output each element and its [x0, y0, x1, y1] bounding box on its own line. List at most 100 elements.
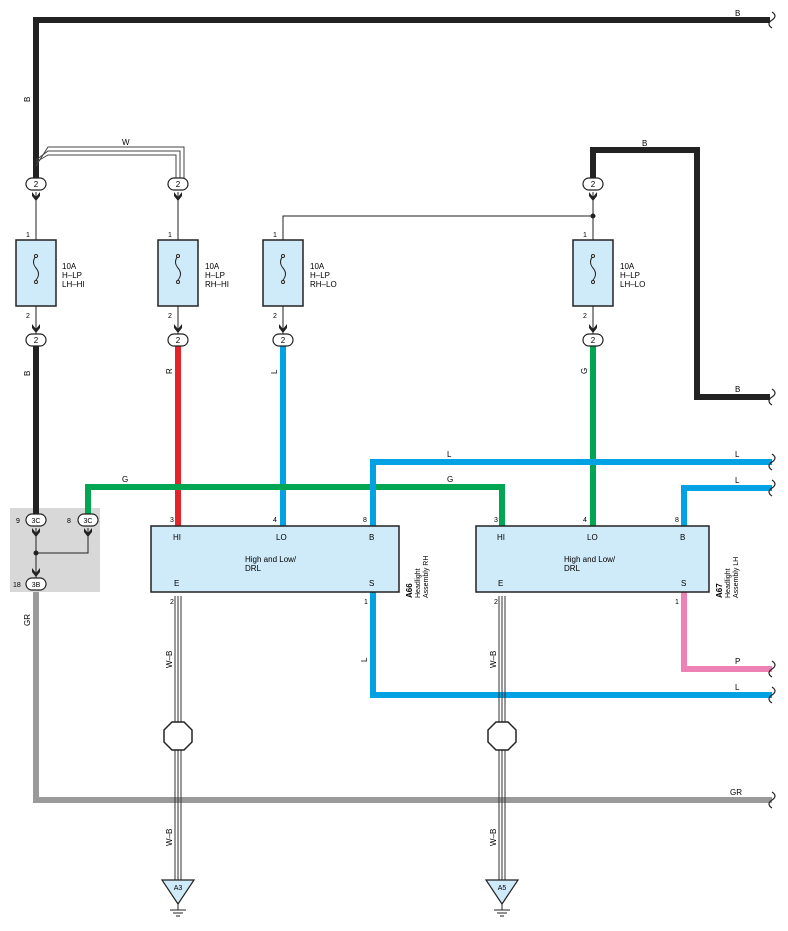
svg-text:DRL: DRL [564, 564, 581, 573]
fuse-3: 1 2 10A H–LP RH–LO [262, 232, 337, 320]
svg-text:HI: HI [497, 533, 505, 542]
junction-pin-9: 9 [16, 518, 20, 525]
svg-text:2: 2 [34, 336, 39, 345]
junction-pin-18: 18 [13, 582, 21, 589]
svg-text:E: E [174, 579, 179, 588]
connector-3c-8: 3C [77, 513, 99, 527]
connector-right-top: 2 [582, 177, 604, 191]
svg-text:H–LP: H–LP [310, 271, 330, 280]
wire-b-right [590, 147, 770, 400]
svg-text:B: B [735, 385, 740, 394]
svg-text:1: 1 [364, 599, 368, 606]
headlight-a66: 3 4 8 HI LO B High and Low/ DRL E S 2 1 … [150, 517, 430, 606]
svg-text:S: S [681, 579, 686, 588]
svg-text:B: B [23, 97, 32, 102]
wire-break-symbols [768, 11, 776, 809]
svg-text:L: L [360, 657, 369, 662]
connector-top-1: 2 [25, 177, 47, 191]
svg-text:E: E [498, 579, 503, 588]
svg-text:8: 8 [363, 517, 367, 524]
svg-text:4: 4 [583, 517, 587, 524]
svg-text:3B: 3B [32, 582, 41, 589]
svg-text:1: 1 [273, 232, 277, 239]
connector-top-2: 2 [167, 177, 189, 191]
svg-text:3: 3 [494, 517, 498, 524]
svg-text:G: G [122, 475, 128, 484]
svg-text:A5: A5 [498, 885, 507, 892]
wire-gray [33, 592, 772, 803]
connector-bottom-4: 2 [582, 333, 604, 347]
colored-wires [33, 346, 772, 803]
svg-text:L: L [735, 450, 740, 459]
svg-text:R: R [165, 368, 174, 374]
svg-text:HI: HI [173, 533, 181, 542]
wire-blue-b-lh [681, 485, 772, 526]
wire-blue-b-rh [370, 459, 772, 526]
svg-text:GR: GR [730, 788, 742, 797]
junction-pin-8: 8 [67, 518, 71, 525]
connector-bottom-3: 2 [272, 333, 294, 347]
ground-wires [174, 596, 506, 880]
svg-text:B: B [369, 533, 374, 542]
svg-text:2: 2 [591, 180, 596, 189]
svg-text:A3: A3 [174, 885, 183, 892]
svg-text:1: 1 [168, 232, 172, 239]
svg-text:2: 2 [176, 336, 181, 345]
svg-text:2: 2 [273, 313, 277, 320]
svg-text:3C: 3C [32, 518, 41, 525]
svg-text:2: 2 [170, 599, 174, 606]
ground-a3: A3 [160, 879, 196, 917]
svg-text:2: 2 [591, 336, 596, 345]
svg-text:H–LP: H–LP [62, 271, 82, 280]
octagon-splice-2 [487, 721, 517, 751]
svg-text:Assembly LH: Assembly LH [733, 557, 740, 598]
svg-text:1: 1 [26, 232, 30, 239]
svg-text:G: G [447, 475, 453, 484]
svg-text:A66: A66 [405, 583, 414, 598]
svg-text:2: 2 [176, 180, 181, 189]
wire-labels: B B W B B B R L G L L L G G L P L GR GR … [23, 9, 742, 846]
connector-arrows [32, 192, 597, 577]
octagon-splice-1 [163, 721, 193, 751]
svg-text:LH–LO: LH–LO [620, 280, 645, 289]
svg-text:RH–HI: RH–HI [205, 280, 229, 289]
svg-text:B: B [23, 371, 32, 376]
connectors: 2 2 2 2 2 2 2 3C [25, 177, 604, 591]
splice-dot [590, 213, 596, 219]
connector-bottom-2: 2 [167, 333, 189, 347]
svg-text:LH–HI: LH–HI [62, 280, 85, 289]
svg-text:Assembly RH: Assembly RH [423, 556, 430, 598]
svg-text:10A: 10A [310, 262, 325, 271]
wire-b-top [33, 17, 770, 178]
svg-text:S: S [369, 579, 374, 588]
svg-text:3: 3 [170, 517, 174, 524]
ground-a5: A5 [484, 879, 520, 917]
junction-splice [33, 550, 39, 556]
svg-text:W: W [122, 138, 130, 147]
headlight-a67: 3 4 8 HI LO B High and Low/ DRL E S 2 1 … [475, 517, 740, 606]
svg-text:2: 2 [26, 313, 30, 320]
svg-text:W–B: W–B [165, 651, 174, 668]
svg-text:W–B: W–B [165, 829, 174, 846]
svg-text:L: L [447, 450, 452, 459]
svg-text:RH–LO: RH–LO [310, 280, 337, 289]
svg-text:1: 1 [583, 232, 587, 239]
wire-thin-bus [282, 192, 594, 240]
svg-text:DRL: DRL [245, 564, 262, 573]
svg-text:L: L [270, 369, 279, 374]
svg-text:L: L [735, 476, 740, 485]
wire-w [35, 146, 185, 178]
wire-blue-s-rh [370, 592, 772, 698]
svg-text:A67: A67 [715, 583, 724, 598]
svg-text:High and Low/: High and Low/ [564, 555, 616, 564]
svg-text:LO: LO [276, 533, 287, 542]
svg-text:3C: 3C [84, 518, 93, 525]
connector-3b-18: 3B [25, 577, 47, 591]
svg-text:4: 4 [273, 517, 277, 524]
svg-text:1: 1 [675, 599, 679, 606]
svg-text:W–B: W–B [489, 651, 498, 668]
svg-text:B: B [735, 9, 740, 18]
svg-text:2: 2 [281, 336, 286, 345]
connector-bottom-1: 2 [25, 333, 47, 347]
